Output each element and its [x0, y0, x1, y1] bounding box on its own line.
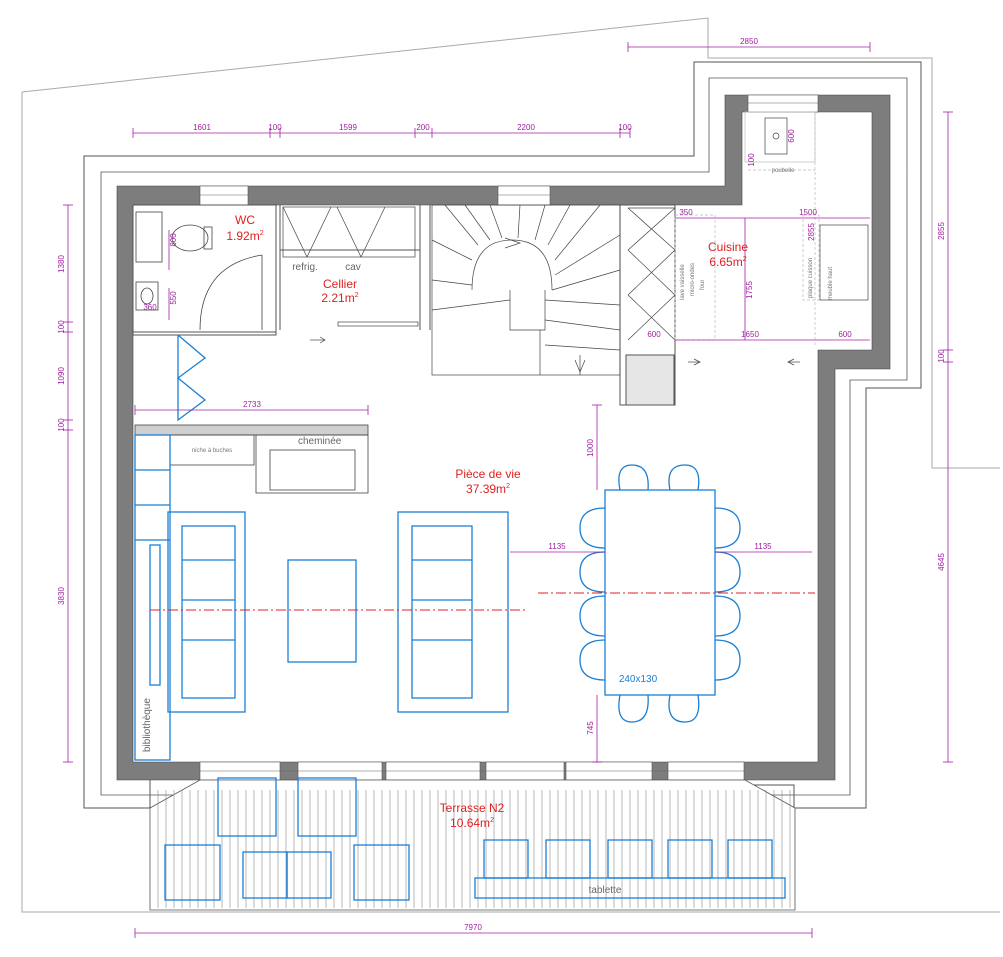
room-wc-area: 1.92m2	[226, 229, 263, 243]
dim-kitchen-600b: 600	[838, 330, 852, 339]
window-frames	[200, 102, 818, 772]
dim-left-0: 1380	[57, 255, 66, 273]
room-terrace-name: Terrasse N2	[440, 801, 505, 815]
room-living-name: Pièce de vie	[455, 467, 521, 481]
label-four: four	[700, 280, 706, 290]
dim-top-3: 200	[416, 123, 430, 132]
label-cav: cav	[345, 262, 361, 273]
staircase	[431, 204, 621, 376]
room-cellier-area: 2.21m2	[321, 291, 358, 305]
label-lave: lave vaisselle	[680, 264, 686, 300]
dim-sink-100: 100	[747, 153, 756, 167]
label-refrig: refrig.	[292, 262, 318, 273]
dim-kitchen-600a: 600	[647, 330, 661, 339]
dining-chairs	[579, 464, 741, 723]
label-plaque: plaque cuisson	[808, 258, 814, 298]
dim-kitchen-2855: 2855	[807, 223, 816, 241]
dim-top-1: 100	[268, 123, 282, 132]
dim-wc-360: 360	[143, 303, 157, 312]
dim-wc-550: 550	[169, 291, 178, 305]
dim-kitchen-1650: 1650	[741, 330, 759, 339]
label-niche: niche à buches	[192, 448, 232, 454]
label-cheminee: cheminée	[298, 436, 342, 447]
room-cellier-name: Cellier	[323, 277, 357, 291]
dim-kitchen-1500: 1500	[799, 208, 817, 217]
furniture-labels: refrig. cav cheminée niche à buches bibl…	[142, 168, 834, 896]
dim-table-right: 1135	[754, 542, 772, 551]
label-table-size: 240x130	[619, 674, 658, 685]
dim-table-left: 1135	[548, 542, 566, 551]
room-cuisine-name: Cuisine	[708, 240, 748, 254]
dim-top-5: 100	[618, 123, 632, 132]
room-cuisine-area: 6.65m2	[709, 255, 746, 269]
dim-kitchen-1755: 1755	[745, 281, 754, 299]
dimension-texts: 1601 100 1599 200 2200 100 2850 1380 100…	[57, 37, 946, 932]
dim-right-2: 4645	[937, 553, 946, 571]
label-tablette: tablette	[589, 885, 622, 896]
room-terrace-area: 10.64m2	[450, 816, 494, 830]
dim-top-4: 2200	[517, 123, 535, 132]
label-poubelle: poubelle	[772, 168, 795, 174]
wc-fixtures	[135, 211, 263, 331]
label-bibliotheque: bibliothèque	[142, 698, 153, 752]
terrace	[149, 777, 796, 911]
dim-kitchen-350: 350	[679, 208, 693, 217]
cellier-fixtures	[282, 206, 419, 344]
dim-left-4: 3830	[57, 587, 66, 605]
dim-left-1: 100	[57, 320, 66, 334]
dim-top-0: 1601	[193, 123, 211, 132]
room-labels: WC 1.92m2 Cellier 2.21m2 Cuisine 6.65m2 …	[226, 213, 748, 830]
room-wc-name: WC	[235, 213, 255, 227]
dim-living-width: 2733	[243, 400, 261, 409]
dim-bottom: 7970	[464, 923, 482, 932]
dim-top-2: 1599	[339, 123, 357, 132]
dim-table-bottom: 745	[586, 721, 595, 735]
dim-right-0: 2855	[937, 222, 946, 240]
site-outline	[21, 17, 1000, 469]
label-micro: micro-ondes	[690, 263, 696, 296]
dimension-lines	[63, 42, 953, 938]
dim-left-3: 100	[57, 418, 66, 432]
dim-right-1: 100	[937, 349, 946, 363]
dim-left-2: 1090	[57, 367, 66, 385]
dim-top-right: 2850	[740, 37, 758, 46]
dim-wc-800: 800	[169, 233, 178, 247]
dim-table-top: 1000	[586, 439, 595, 457]
site-outline-left	[21, 92, 1000, 913]
label-meuble-haut: meuble haut	[828, 267, 834, 300]
room-living-area: 37.39m2	[466, 482, 510, 496]
fireplace	[134, 424, 369, 494]
dim-sink-600: 600	[787, 129, 796, 143]
